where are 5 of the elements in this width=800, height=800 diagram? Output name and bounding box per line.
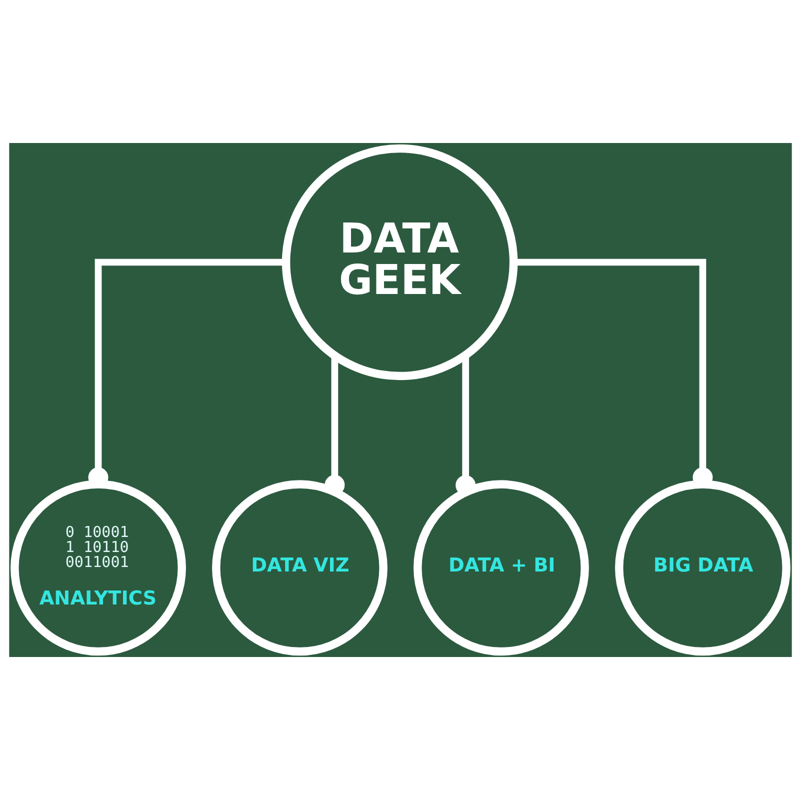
node-circle: DATA GEEK [281,144,518,380]
node-circle: DATA VIZ [212,480,387,656]
node-circle: DATA + BI [413,480,588,656]
node-circle: 0 10001 1 10110 0011001 ANALYTICS [10,480,186,656]
node-circle: BIG DATA [614,480,790,656]
